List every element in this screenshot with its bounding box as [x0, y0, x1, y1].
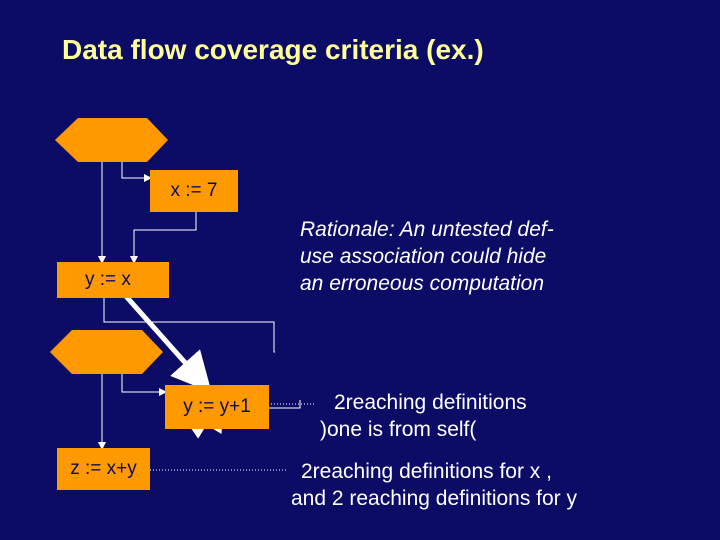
edge-incr-back: [268, 400, 301, 409]
edge-loop-to-incr: [121, 374, 167, 396]
node-assign-y: y := x: [57, 262, 169, 298]
summary-note-line-1: 2reaching definitions for x ,: [301, 460, 552, 483]
control-flow-edges: [98, 162, 314, 471]
edge-x-to-y: [130, 212, 197, 264]
reaching-note-line-2: )one is from self(: [320, 418, 477, 441]
node-assign-z: z := x+y: [57, 448, 150, 490]
summary-note: 2reaching definitions for x , and 2 reac…: [291, 458, 577, 512]
rationale-line-2: use association could hide: [300, 245, 547, 268]
decision-node-loop: [50, 330, 163, 374]
reaching-note-line-1: 2reaching definitions: [334, 391, 527, 414]
decision-node-top: [55, 118, 168, 162]
edge-top-to-x: [121, 162, 152, 182]
summary-note-line-2: and 2 reaching definitions for y: [291, 487, 578, 510]
edge-y-to-loop: [103, 298, 275, 353]
reaching-note: 2reaching definitions )one is from self(: [320, 389, 527, 443]
node-increment-y: y := y+1: [165, 385, 269, 429]
slide-title: Data flow coverage criteria (ex.): [62, 34, 484, 65]
rationale-line-1: Rationale: An untested def-: [300, 218, 554, 241]
node-assign-x: x := 7: [150, 170, 238, 212]
rationale-line-3: an erroneous computation: [300, 272, 544, 295]
rationale-note: Rationale: An untested def- use associat…: [300, 216, 554, 297]
